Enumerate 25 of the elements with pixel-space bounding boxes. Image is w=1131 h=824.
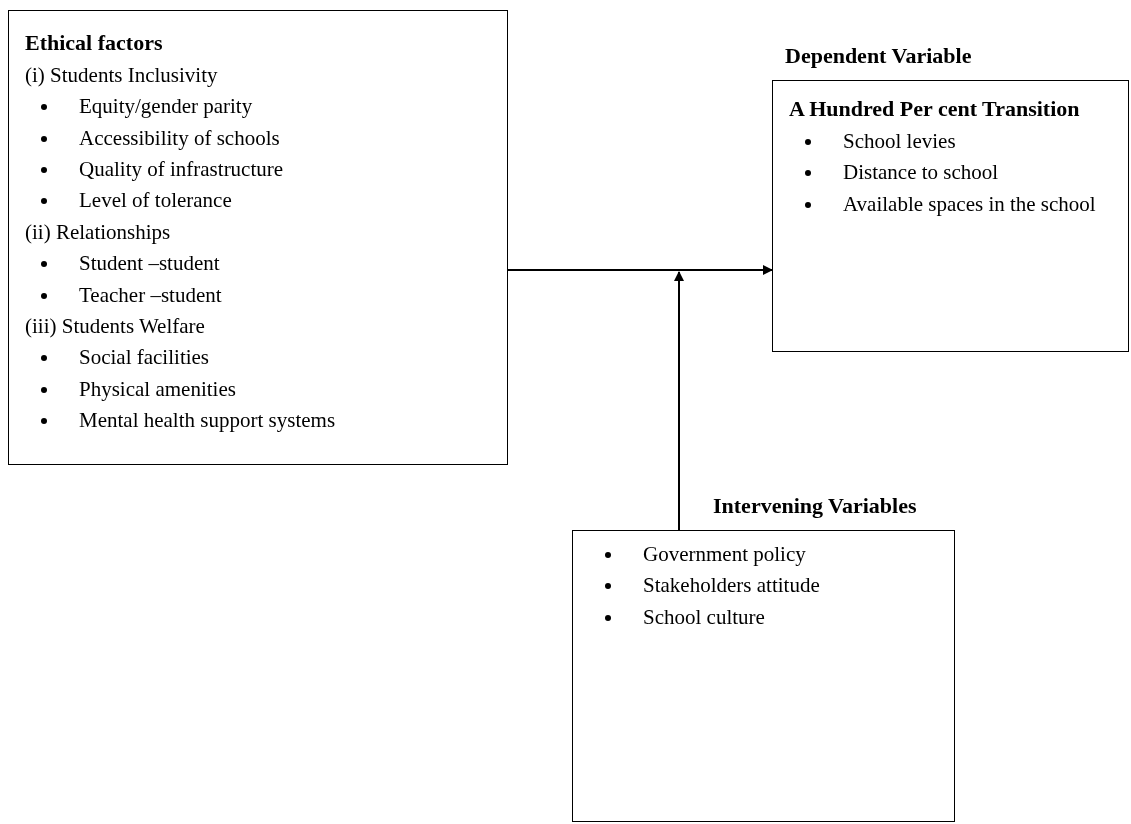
bullet-item: Mental health support systems bbox=[79, 407, 336, 435]
arrow bbox=[507, 265, 773, 275]
bullet-item: Accessibility of schools bbox=[79, 124, 280, 152]
box-heading: Intervening Variables bbox=[713, 495, 917, 517]
bullet-item: Physical amenities bbox=[79, 375, 236, 403]
bullet-item: Distance to school bbox=[843, 159, 999, 187]
bullet-item: Quality of infrastructure bbox=[79, 155, 284, 183]
bullet-item: Social facilities bbox=[79, 344, 210, 372]
text-box bbox=[8, 10, 508, 465]
bullet-item: School levies bbox=[843, 127, 956, 155]
bullet-item: School culture bbox=[643, 603, 765, 631]
box-heading: A Hundred Per cent Transition bbox=[789, 95, 1080, 123]
arrow bbox=[674, 271, 684, 531]
box-heading: Dependent Variable bbox=[785, 45, 972, 67]
section-heading: (i) Students Inclusivity bbox=[25, 61, 218, 89]
bullet-item: Teacher –student bbox=[79, 281, 222, 309]
bullet-item: Available spaces in the school bbox=[843, 190, 1096, 218]
bullet-item: Student –student bbox=[79, 250, 220, 278]
bullet-item: Equity/gender parity bbox=[79, 93, 253, 121]
bullet-item: Government policy bbox=[643, 541, 806, 568]
bullet-item: Level of tolerance bbox=[79, 187, 232, 215]
box-heading: Ethical factors bbox=[25, 29, 163, 57]
bullet-item: Stakeholders attitude bbox=[643, 572, 820, 600]
section-heading: (iii) Students Welfare bbox=[25, 312, 205, 340]
section-heading: (ii) Relationships bbox=[25, 218, 171, 246]
